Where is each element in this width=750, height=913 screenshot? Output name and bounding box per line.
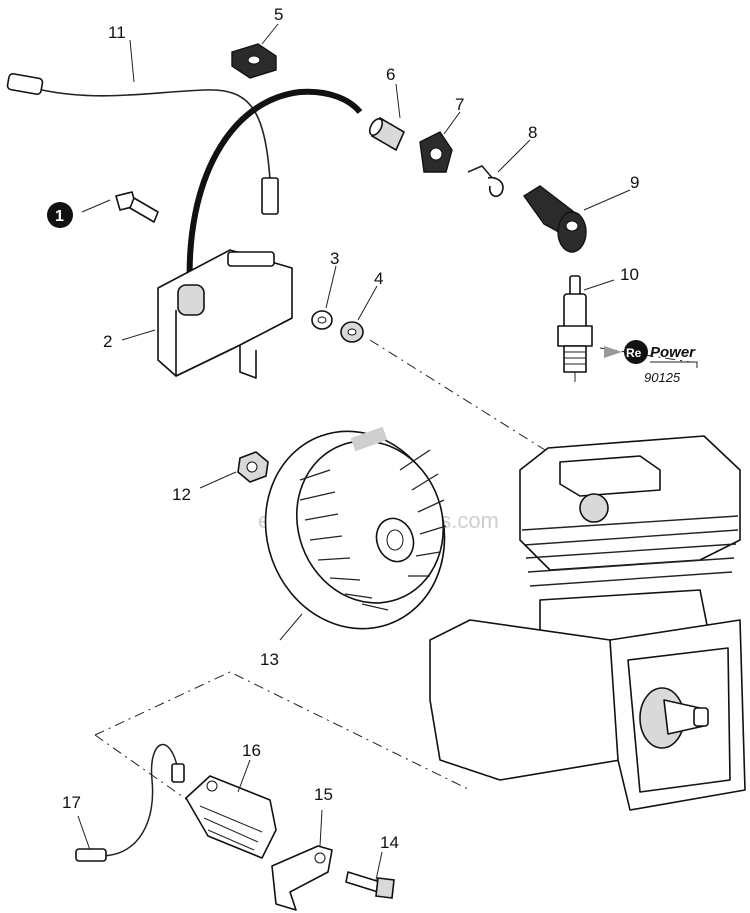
part-2-ignition-coil <box>157 88 363 379</box>
part-12-nut <box>237 451 269 483</box>
part-10-spark-plug <box>557 275 593 382</box>
part-5-grommet <box>231 43 277 79</box>
callout-1-marker: 1 <box>47 202 73 228</box>
part-9-plug-boot <box>522 185 587 253</box>
callout-2: 2 <box>103 332 112 351</box>
part-11-ground-wire <box>6 73 279 215</box>
badge-part-number: 90125 <box>644 370 681 385</box>
part-3-washer <box>311 310 333 330</box>
callout-10: 10 <box>620 265 639 284</box>
callout-3: 3 <box>330 249 339 268</box>
callout-16: 16 <box>242 741 261 760</box>
part-1-screw <box>115 191 159 223</box>
part-6-sleeve <box>368 116 406 152</box>
part-13-flywheel <box>264 426 447 630</box>
brand-name: Power <box>650 344 696 361</box>
callout-14: 14 <box>380 833 399 852</box>
callout-5: 5 <box>274 5 283 24</box>
engine-assembly <box>429 435 746 811</box>
repower-badge: Re Power 90125 <box>604 340 698 385</box>
callout-7: 7 <box>455 95 464 114</box>
callout-11: 11 <box>108 23 126 42</box>
callout-9: 9 <box>630 173 639 192</box>
part-14-screw <box>345 871 395 899</box>
part-7-clamp <box>419 131 453 173</box>
callout-17: 17 <box>62 793 81 812</box>
callout-6: 6 <box>386 65 395 84</box>
callout-4: 4 <box>374 269 383 288</box>
part-8-spring <box>467 165 504 198</box>
callout-13: 13 <box>260 650 279 669</box>
part-17-wire <box>75 743 185 862</box>
callout-15: 15 <box>314 785 333 804</box>
callout-leaders <box>77 23 631 881</box>
callout-1: 1 <box>55 208 64 225</box>
brand-prefix: Re <box>626 346 642 360</box>
part-16-bracket <box>185 775 277 859</box>
callout-8: 8 <box>528 123 537 142</box>
part-15-plate <box>271 845 333 911</box>
callout-labels: 11 5 6 7 8 9 1 3 4 10 2 12 13 16 15 17 1… <box>47 5 639 852</box>
callout-12: 12 <box>172 485 191 504</box>
part-4-washer <box>340 321 364 343</box>
